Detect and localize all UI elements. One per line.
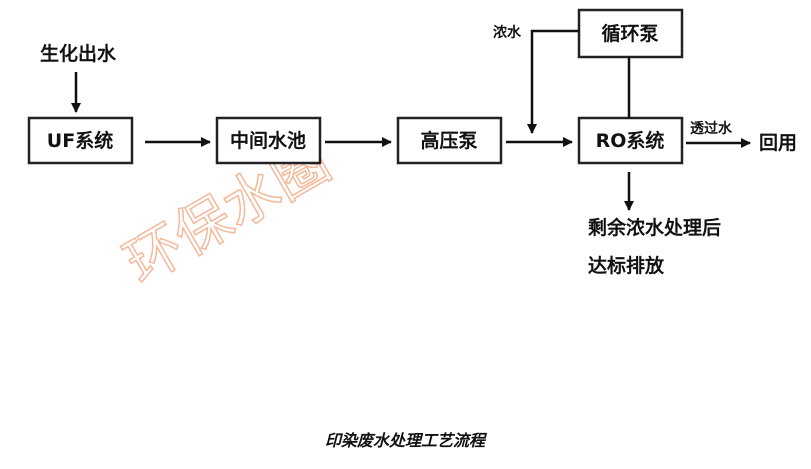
diagram-caption: 印染废水处理工艺流程: [325, 431, 488, 450]
circulation-pump-label: 循环泵: [601, 22, 658, 45]
arrow-concentrate-return: [527, 29, 579, 134]
reject-label-line2: 达标排放: [588, 254, 665, 277]
ro-system-label: RO系统: [596, 129, 665, 152]
intermediate-tank-box: [215, 116, 322, 165]
reject-label-line1: 剩余浓水处理后: [588, 216, 721, 239]
circulation-pump-box: [577, 8, 684, 59]
permeate-label: 透过水: [690, 120, 733, 137]
concentrate-label: 浓水: [493, 24, 522, 41]
high-pressure-pump-label: 高压泵: [420, 129, 477, 152]
uf-system-box: [27, 116, 134, 165]
intermediate-tank-label: 中间水池: [230, 129, 306, 152]
reuse-label: 回用: [759, 132, 797, 154]
input-label: 生化出水: [40, 42, 117, 65]
high-pressure-pump-box: [396, 116, 503, 165]
uf-system-label: UF系统: [47, 129, 113, 152]
ro-system-box: [577, 116, 684, 165]
